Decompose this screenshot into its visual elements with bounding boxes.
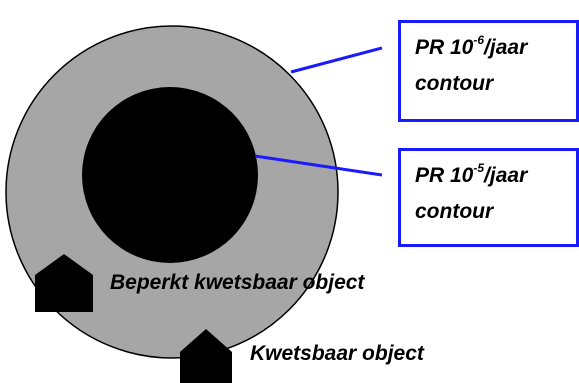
leader-line-outer: [290, 46, 383, 74]
pr-suffix: /jaar: [484, 164, 528, 187]
beperkt-kwetsbaar-object-label: Beperkt kwetsbaar object: [110, 271, 365, 294]
house-icon-beperkt: [35, 254, 93, 312]
label-box-pr-10-5: PR 10-5/jaar contour: [398, 148, 579, 247]
leader-line-inner: [254, 154, 383, 177]
pr-10-6-label-line2: contour: [415, 72, 494, 95]
pr-exponent: -6: [473, 33, 485, 47]
kwetsbaar-object-label: Kwetsbaar object: [250, 342, 424, 365]
pr-exponent: -5: [473, 161, 485, 175]
pr-prefix: PR 10: [415, 36, 474, 59]
pr-prefix: PR 10: [415, 164, 474, 187]
house-icon-kwetsbaar: [180, 329, 232, 383]
pr-suffix: /jaar: [484, 36, 528, 59]
label-box-pr-10-6: PR 10-6/jaar contour: [398, 20, 579, 122]
pr-10-5-label-line1: PR 10-5/jaar: [415, 159, 564, 195]
pr-10-6-label-line1: PR 10-6/jaar: [415, 31, 564, 67]
pr-10-5-label-line2: contour: [415, 200, 494, 223]
pr-10-5-contour-circle: [82, 87, 258, 263]
